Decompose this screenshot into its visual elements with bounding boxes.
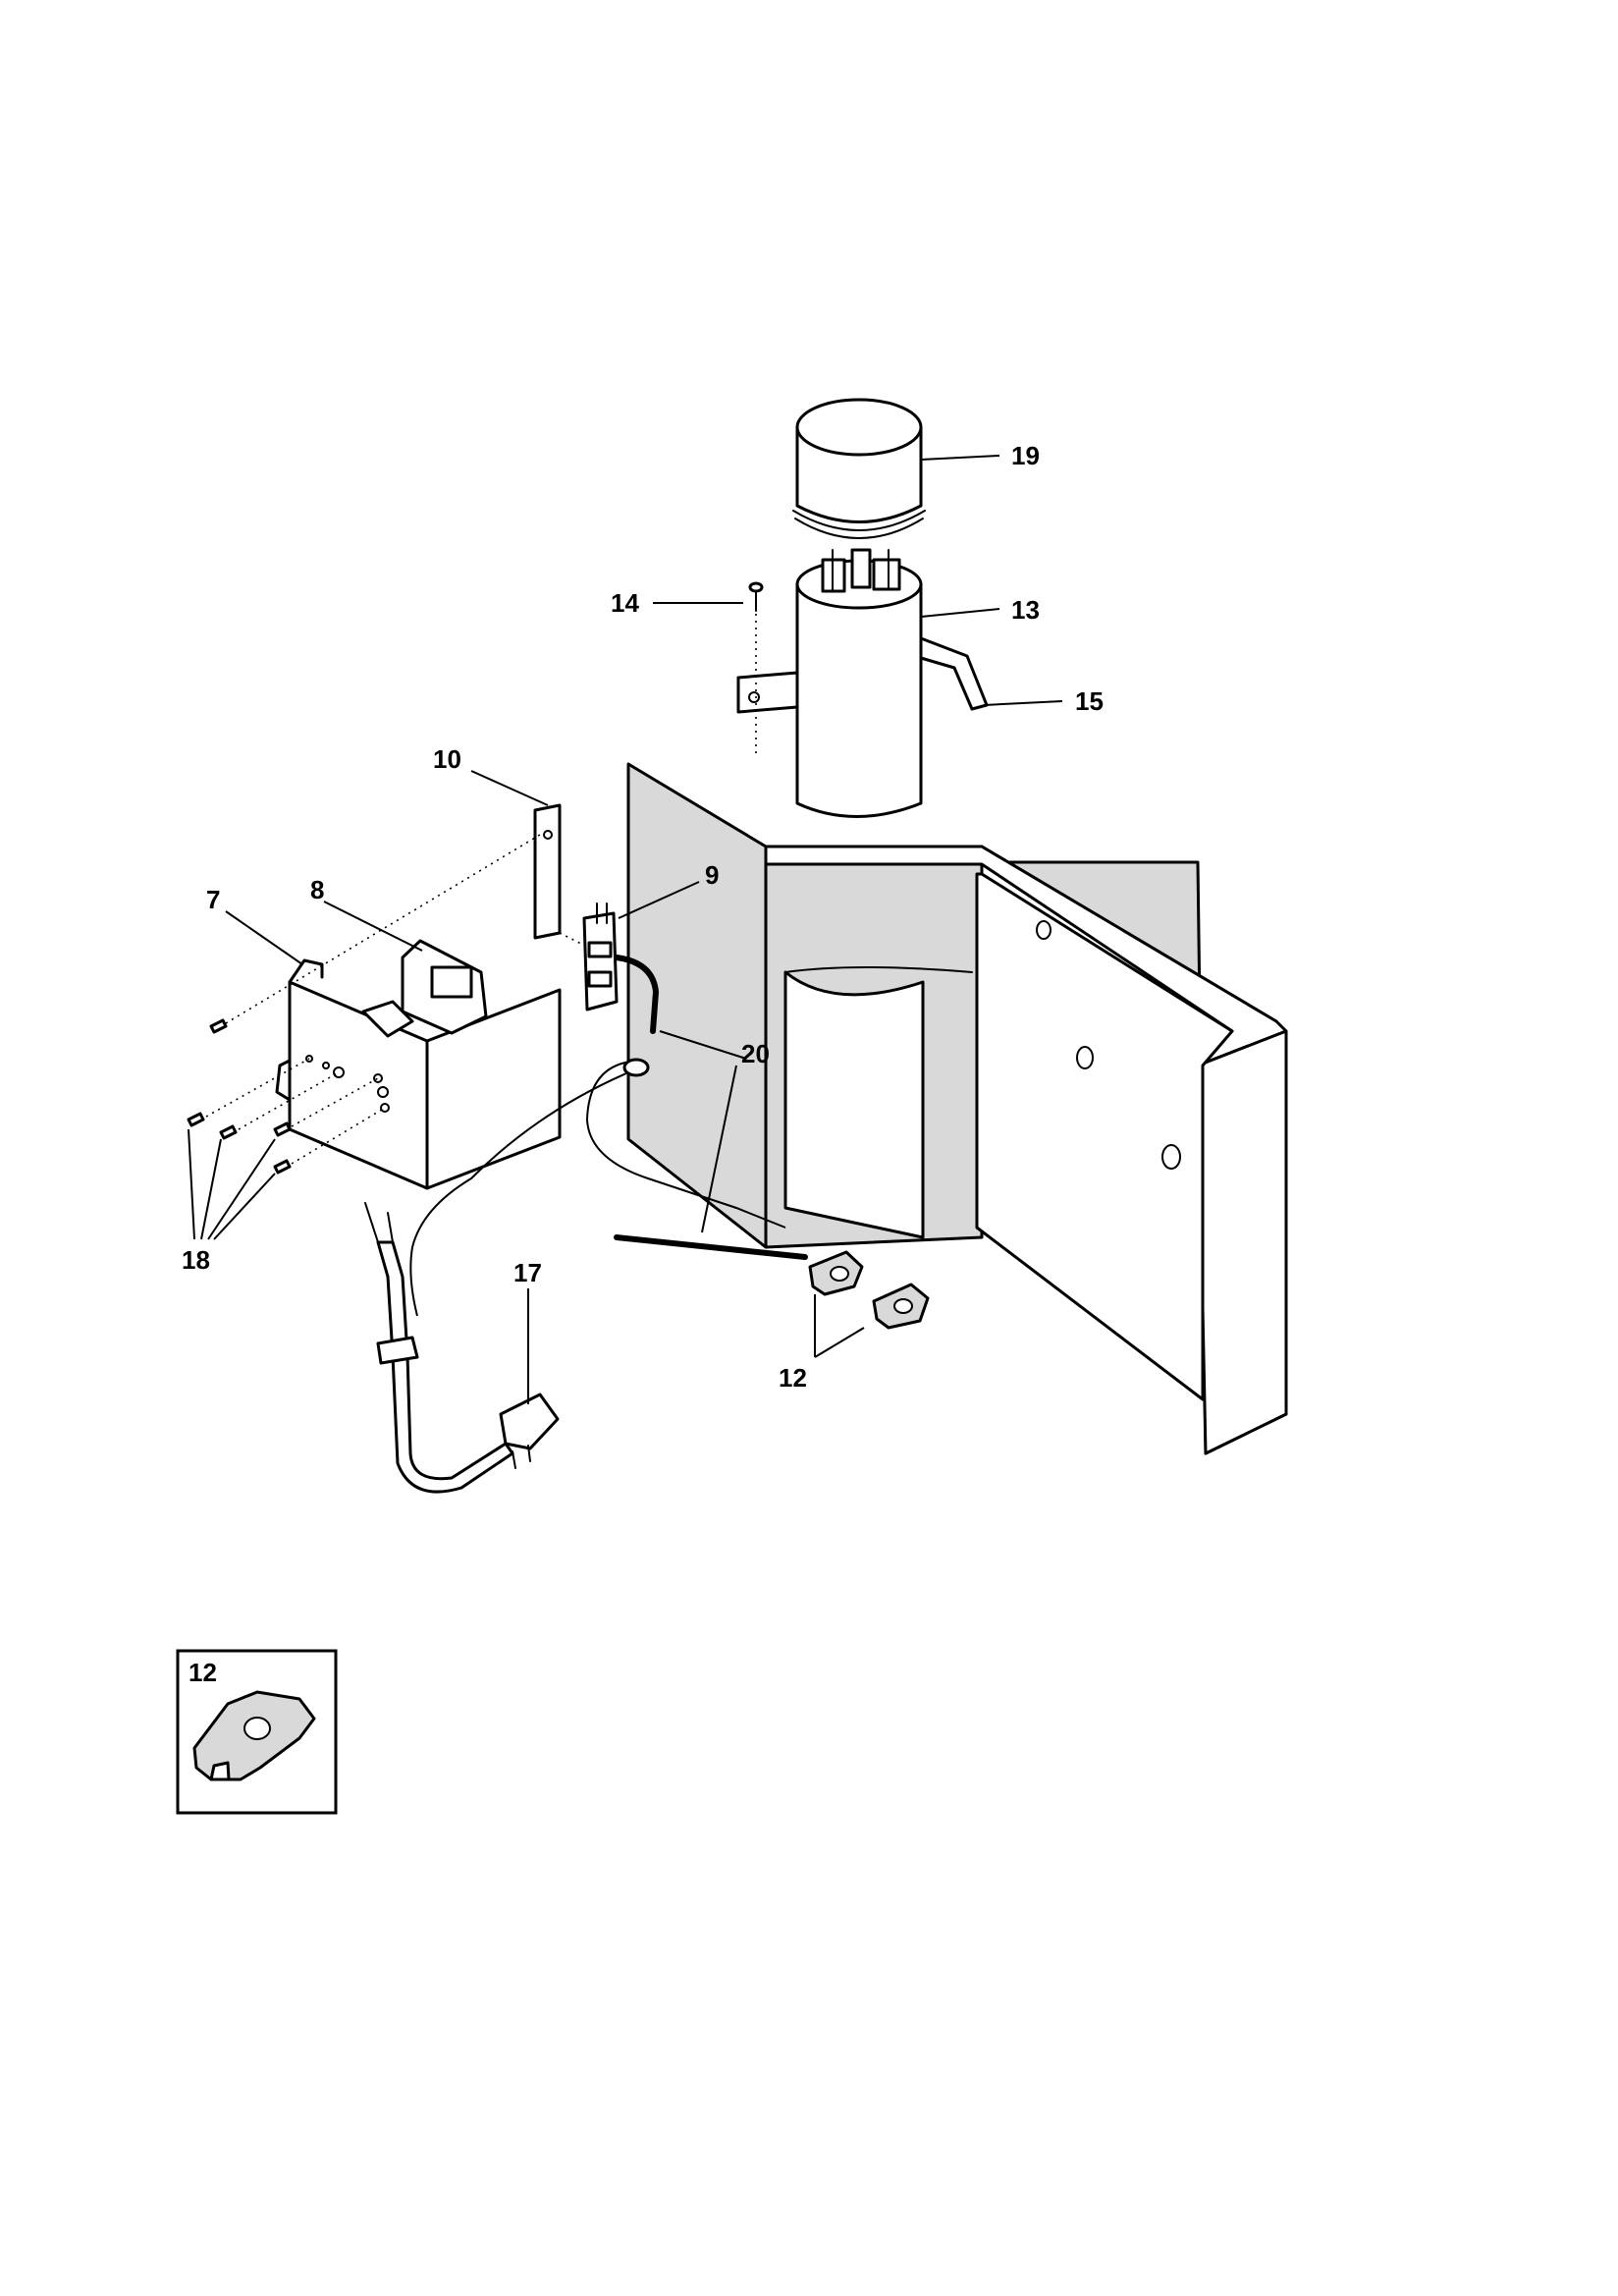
callout-10: 10 — [433, 744, 461, 774]
wiring — [364, 955, 808, 1494]
relay — [361, 939, 488, 1038]
callout-12: 12 — [779, 1363, 807, 1393]
capacitor-strap — [736, 636, 989, 714]
callout-9: 9 — [705, 860, 719, 890]
inset-callout-12: 12 — [189, 1658, 217, 1687]
switch — [582, 902, 619, 1011]
inset-detail-12: 12 — [176, 1649, 338, 1815]
cable-clamps — [808, 1250, 930, 1330]
callout-13: 13 — [1011, 595, 1040, 625]
screw-14 — [748, 581, 764, 756]
callout-8: 8 — [310, 875, 324, 904]
callout-14: 14 — [611, 588, 639, 618]
capacitor-cover — [792, 398, 926, 539]
cabinet-panel — [626, 762, 1288, 1455]
callout-18: 18 — [182, 1245, 210, 1275]
screws-18 — [187, 834, 590, 1175]
run-capacitor — [795, 548, 923, 818]
mounting-bracket — [533, 803, 562, 940]
callout-15: 15 — [1075, 686, 1104, 716]
callout-20: 20 — [741, 1039, 770, 1068]
callout-7: 7 — [206, 885, 220, 914]
callout-labels: 19 13 14 15 10 9 7 8 20 18 17 12 — [182, 441, 1104, 1393]
leader-lines — [188, 455, 1063, 1404]
callout-19: 19 — [1011, 441, 1040, 470]
callout-17: 17 — [513, 1258, 542, 1287]
